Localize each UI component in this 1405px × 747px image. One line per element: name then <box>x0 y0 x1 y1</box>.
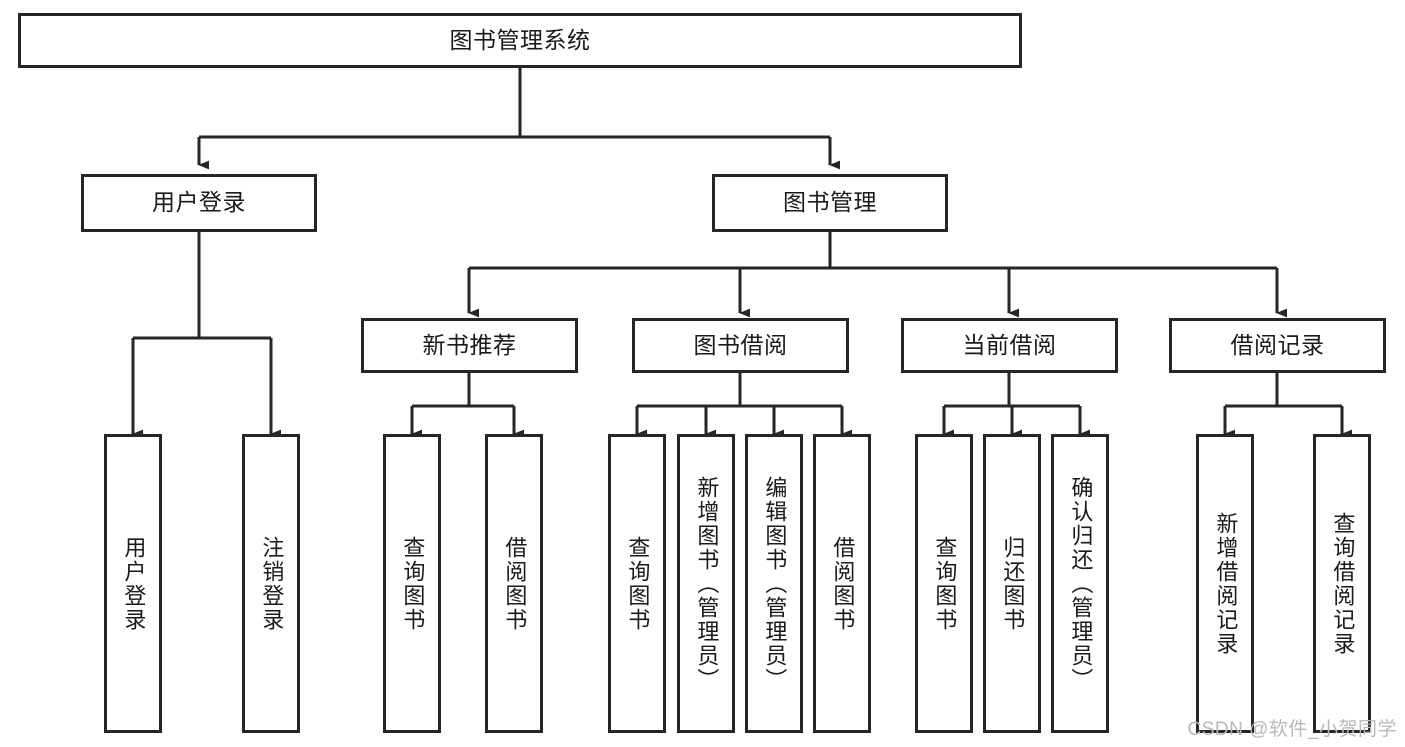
node-borrow-record[interactable]: 借阅记录 <box>1169 318 1386 373</box>
node-new-book-recommend-label: 新书推荐 <box>422 331 517 358</box>
leaf-query-record-label: 查询借阅记录 <box>1330 511 1356 656</box>
leaf-borrow-book-1[interactable]: 借阅图书 <box>485 434 543 733</box>
node-book-manage[interactable]: 图书管理 <box>712 174 948 232</box>
leaf-user-login[interactable]: 用户登录 <box>104 434 162 733</box>
node-book-manage-label: 图书管理 <box>783 189 877 216</box>
node-user-login-label: 用户登录 <box>152 189 246 216</box>
watermark: CSDN @软件_小贺同学 <box>1187 719 1397 740</box>
node-new-book-recommend[interactable]: 新书推荐 <box>361 318 578 373</box>
leaf-query-book-2-label: 查询图书 <box>625 535 651 632</box>
leaf-confirm-return-label: 确认归还（管理员） <box>1068 475 1094 692</box>
leaf-query-book-2[interactable]: 查询图书 <box>608 434 666 733</box>
node-current-borrow-label: 当前借阅 <box>962 331 1057 358</box>
leaf-query-book-3-label: 查询图书 <box>932 535 958 632</box>
node-root-label: 图书管理系统 <box>449 26 591 53</box>
leaf-query-book-3[interactable]: 查询图书 <box>915 434 973 733</box>
node-book-borrow[interactable]: 图书借阅 <box>632 318 849 373</box>
leaf-return-book[interactable]: 归还图书 <box>983 434 1041 733</box>
node-root[interactable]: 图书管理系统 <box>18 13 1022 68</box>
leaf-borrow-book-2[interactable]: 借阅图书 <box>813 434 871 733</box>
leaf-return-book-label: 归还图书 <box>1000 535 1026 632</box>
leaf-query-book-1[interactable]: 查询图书 <box>383 434 441 733</box>
node-current-borrow[interactable]: 当前借阅 <box>901 318 1118 373</box>
leaf-logout-label: 注销登录 <box>259 535 285 632</box>
node-user-login[interactable]: 用户登录 <box>81 174 317 232</box>
leaf-add-record-label: 新增借阅记录 <box>1213 511 1239 656</box>
leaf-add-record[interactable]: 新增借阅记录 <box>1196 434 1254 733</box>
leaf-confirm-return[interactable]: 确认归还（管理员） <box>1051 434 1109 733</box>
leaf-query-book-1-label: 查询图书 <box>400 535 426 632</box>
leaf-query-record[interactable]: 查询借阅记录 <box>1313 434 1371 733</box>
leaf-borrow-book-2-label: 借阅图书 <box>830 535 856 632</box>
node-borrow-record-label: 借阅记录 <box>1230 331 1325 358</box>
leaf-user-login-label: 用户登录 <box>121 535 147 632</box>
node-book-borrow-label: 图书借阅 <box>693 331 788 358</box>
leaf-edit-book-label: 编辑图书（管理员） <box>762 475 788 692</box>
leaf-add-book[interactable]: 新增图书（管理员） <box>677 434 735 733</box>
leaf-logout[interactable]: 注销登录 <box>242 434 300 733</box>
leaf-borrow-book-1-label: 借阅图书 <box>502 535 528 632</box>
leaf-edit-book[interactable]: 编辑图书（管理员） <box>745 434 803 733</box>
leaf-add-book-label: 新增图书（管理员） <box>694 475 720 692</box>
